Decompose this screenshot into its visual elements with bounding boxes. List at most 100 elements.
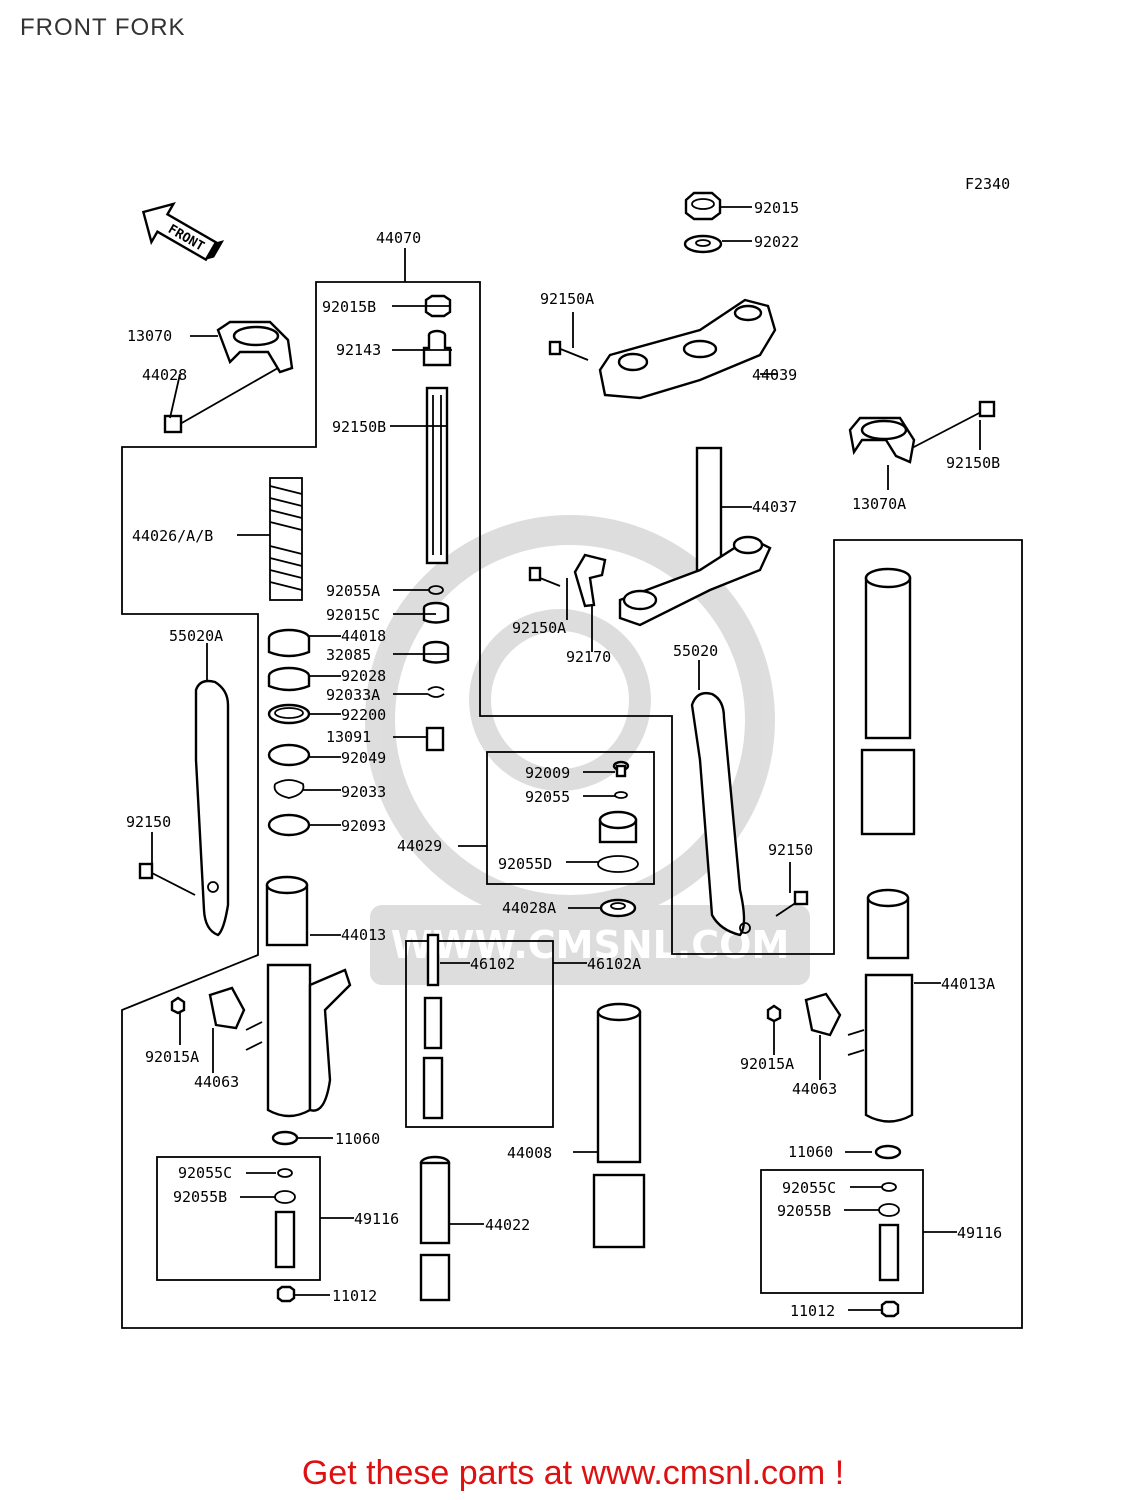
part-damper-rod-46102 xyxy=(422,933,444,1120)
part-label: 11060 xyxy=(335,1130,380,1148)
outline-46102a xyxy=(405,940,554,1128)
part-label: 92150A xyxy=(512,619,566,637)
part-label: 92055C xyxy=(178,1164,232,1182)
part-nut-11012-left xyxy=(276,1285,296,1303)
part-label: 92022 xyxy=(754,233,799,251)
part-screw-92009 xyxy=(612,760,630,778)
part-bolt-92150a-top xyxy=(548,340,589,361)
part-washer-11060-left xyxy=(271,1130,299,1146)
part-label: 44070 xyxy=(376,229,421,247)
part-label: 44029 xyxy=(397,837,442,855)
part-labels: 92015 92022 92150A 44039 44070 92015B 92143 130… xyxy=(126,199,1002,1320)
part-plug-13091 xyxy=(425,726,445,752)
part-washer-92200 xyxy=(267,703,311,725)
part-label: 92150B xyxy=(332,418,386,436)
part-spring-44026 xyxy=(269,477,303,601)
part-label: 44037 xyxy=(752,498,797,516)
part-label: 92150 xyxy=(768,841,813,859)
part-washer-11060-right xyxy=(874,1144,902,1160)
part-bolt-92150b-left xyxy=(163,367,279,434)
part-oring-92055d xyxy=(597,855,639,873)
part-label: 11060 xyxy=(788,1143,833,1161)
part-valve-49116-left xyxy=(274,1168,296,1269)
part-label: 92049 xyxy=(341,749,386,767)
part-label: 46102 xyxy=(470,955,515,973)
part-label: 44028A xyxy=(502,899,556,917)
part-tube-44022 xyxy=(419,1155,451,1302)
part-bolt-92150-right xyxy=(775,890,809,917)
part-bolt-92150-left xyxy=(138,862,196,896)
part-label: 13070 xyxy=(127,327,172,345)
part-clamp-44063-left xyxy=(170,986,263,1051)
part-label: 92033A xyxy=(326,686,380,704)
part-label: 92150A xyxy=(540,290,594,308)
part-label: 92150 xyxy=(126,813,171,831)
part-label: 92015 xyxy=(754,199,799,217)
part-label: 11012 xyxy=(790,1302,835,1320)
part-label: 13091 xyxy=(326,728,371,746)
part-label: 44063 xyxy=(194,1073,239,1091)
part-label: 13070A xyxy=(852,495,906,513)
part-upper-clamp-44039 xyxy=(598,298,777,400)
part-label: 92055 xyxy=(525,788,570,806)
part-nut-11012-right xyxy=(880,1300,900,1318)
part-label: 49116 xyxy=(957,1224,1002,1242)
part-label: 44018 xyxy=(341,627,386,645)
part-seal-92093 xyxy=(267,813,311,837)
part-label: 92015A xyxy=(740,1055,794,1073)
part-label: 92015B xyxy=(322,298,376,316)
part-label: 44039 xyxy=(752,366,797,384)
part-label: 49116 xyxy=(354,1210,399,1228)
part-label: 44013A xyxy=(941,975,995,993)
part-clamp-13070 xyxy=(216,320,294,374)
part-label: 92015A xyxy=(145,1048,199,1066)
part-label: 44022 xyxy=(485,1216,530,1234)
front-arrow: FRONT xyxy=(141,202,225,262)
part-label: 92150B xyxy=(946,454,1000,472)
watermark-text: WWW.CMSNL.COM xyxy=(391,923,790,967)
part-collar-92143 xyxy=(422,329,452,367)
part-label: 92015C xyxy=(326,606,380,624)
page-title: FRONT FORK xyxy=(20,14,186,41)
part-guard-55020 xyxy=(690,691,751,937)
footer-link[interactable]: Get these parts at www.cmsnl.com ! xyxy=(301,1454,845,1492)
part-collar-32085 xyxy=(422,640,450,664)
part-outer-tube-44008 xyxy=(592,1002,646,1249)
assembly-outline-left xyxy=(121,281,1023,1329)
outline-44029 xyxy=(486,751,655,885)
part-seal-92049 xyxy=(267,743,311,767)
part-collar-44018 xyxy=(267,628,311,658)
part-nut-92015 xyxy=(684,191,722,221)
part-inner-tube-44013a xyxy=(864,888,914,1123)
part-collar-92015c xyxy=(422,601,450,624)
part-label: 92055B xyxy=(173,1188,227,1206)
part-label: 92170 xyxy=(566,648,611,666)
part-valve-49116-right xyxy=(878,1182,900,1282)
part-label: 92055C xyxy=(782,1179,836,1197)
part-clamp-44063-right xyxy=(766,992,865,1056)
part-label: 92055D xyxy=(498,855,552,873)
part-clip-92033 xyxy=(273,779,305,799)
part-label: 46102A xyxy=(587,955,641,973)
part-label: 44026/A/B xyxy=(132,527,213,545)
part-label: 92093 xyxy=(341,817,386,835)
part-guard-55020a xyxy=(194,679,230,937)
part-label: 92143 xyxy=(336,341,381,359)
part-label: 55020 xyxy=(673,642,718,660)
part-label: 92033 xyxy=(341,783,386,801)
part-label: 44028 xyxy=(142,366,187,384)
part-label: 92200 xyxy=(341,706,386,724)
part-washer-44028a xyxy=(599,898,637,918)
part-label: 44013 xyxy=(341,926,386,944)
part-bracket-92170 xyxy=(573,553,607,608)
part-label: 11012 xyxy=(332,1287,377,1305)
part-inner-tube-44013 xyxy=(265,875,352,1118)
part-fork-tube-right xyxy=(860,567,916,836)
part-bolt-92150a-mid xyxy=(528,566,561,587)
part-oring-92055 xyxy=(614,791,628,799)
part-label: 92009 xyxy=(525,764,570,782)
part-washer-92022 xyxy=(683,234,723,254)
part-stem-44037 xyxy=(618,446,772,627)
part-collar-92028 xyxy=(267,666,311,692)
